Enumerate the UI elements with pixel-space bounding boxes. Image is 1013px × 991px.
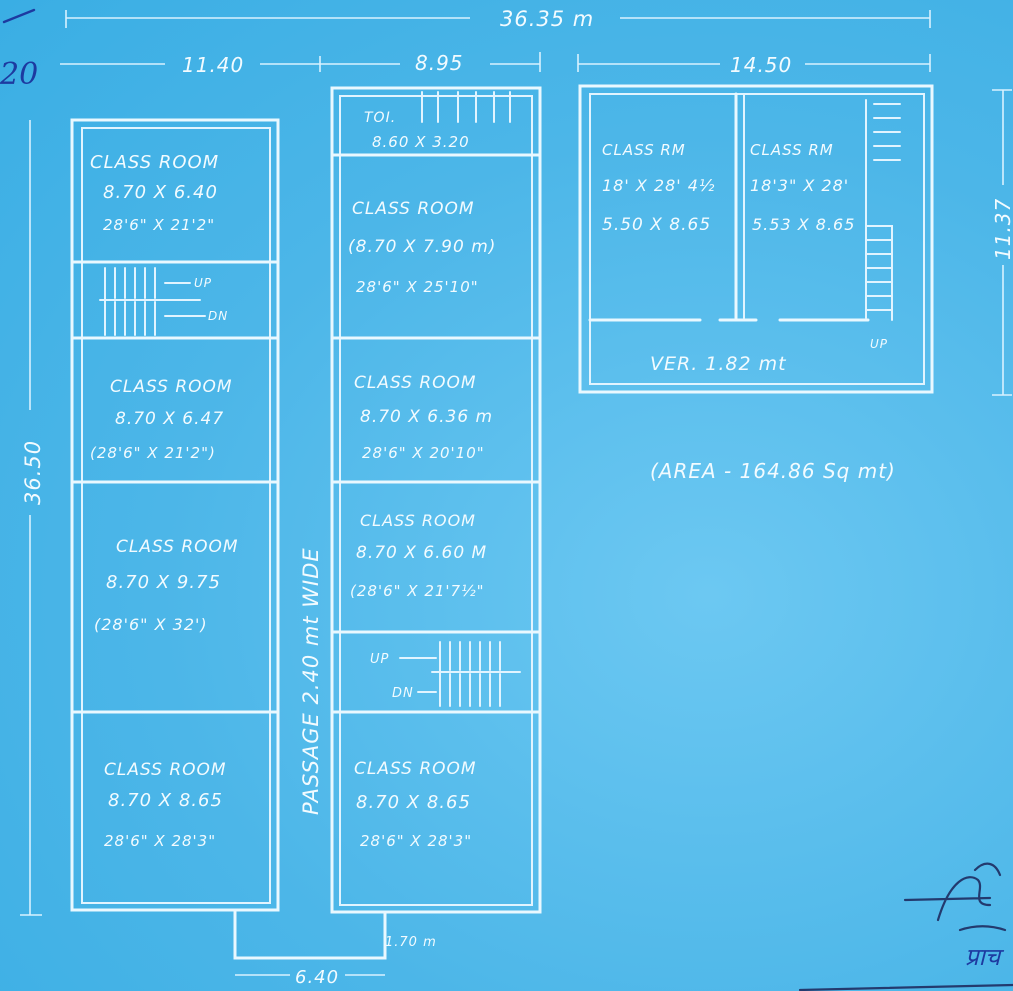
signature: प्राच [798,862,1013,991]
stair-middle-down: DN [392,686,414,701]
right-block-depth-label: 11.37 [991,198,1013,260]
room-mid-2: CLASS ROOM 8.70 X 6.36 m 28'6" X 20'10" [354,373,493,462]
svg-text:CLASS ROOM: CLASS ROOM [354,759,477,779]
area-label: (AREA - 164.86 Sq mt) [650,459,896,483]
svg-text:28'6" X 21'2": 28'6" X 21'2" [103,216,215,234]
svg-text:28'6" X 28'3": 28'6" X 28'3" [360,832,472,850]
svg-text:8.70 X 6.40: 8.70 X 6.40 [103,182,218,203]
middle-wing: TOI. 8.60 X 3.20 CLASS ROOM (8.70 X 7.90… [330,86,542,914]
svg-text:28'6" X 25'10": 28'6" X 25'10" [356,278,479,296]
svg-text:(8.70 X 7.90 m): (8.70 X 7.90 m) [348,237,496,257]
handwritten-note: 20 [0,8,38,92]
svg-text:CLASS ROOM: CLASS ROOM [360,511,476,530]
room-toilet: TOI. 8.60 X 3.20 [364,110,470,151]
left-wing: UP DN CLASS ROOM 8.70 X 6.40 28'6" X 21'… [70,118,280,912]
svg-text:CLASS ROOM: CLASS ROOM [116,537,239,557]
right-block: UP CLASS RM 18' X 28' 4½ 5.50 X 8.65 CLA… [578,84,934,394]
svg-text:CLASS ROOM: CLASS ROOM [90,152,219,173]
svg-text:(28'6" X 21'7½": (28'6" X 21'7½" [350,582,485,600]
room-right-1: CLASS RM 18' X 28' 4½ 5.50 X 8.65 [602,141,715,235]
stamp-text: प्राच [965,943,1005,971]
svg-text:8.60 X 3.20: 8.60 X 3.20 [372,133,470,151]
svg-text:CLASS RM: CLASS RM [602,141,686,159]
stair-left-down: DN [208,309,228,323]
toilet-partitions [421,91,511,123]
room-left-3: CLASS ROOM 8.70 X 9.75 (28'6" X 32') [94,537,239,634]
passage-label: PASSAGE 2.40 mt WIDE [299,547,323,815]
svg-text:8.70 X 6.47: 8.70 X 6.47 [115,409,224,429]
room-left-4: CLASS ROOM 8.70 X 8.65 28'6" X 28'3" [104,760,227,850]
bottom-depth-label: 1.70 m [385,935,437,950]
stair-left-up: UP [194,276,212,290]
middle-wing-width-label: 8.95 [415,51,464,75]
left-wing-width-label: 11.40 [182,53,244,77]
stair-middle: UP DN [370,641,521,707]
stair-right: UP [865,103,901,351]
dimension-lines: 36.35 m 11.40 8.95 14.50 36.50 11.37 6.4… [20,7,1013,988]
svg-text:(28'6" X 21'2"): (28'6" X 21'2") [90,444,216,462]
svg-text:CLASS ROOM: CLASS ROOM [352,199,475,219]
passage: PASSAGE 2.40 mt WIDE [233,547,387,960]
svg-text:28'6" X 20'10": 28'6" X 20'10" [362,444,485,462]
room-right-2: CLASS RM 18'3" X 28' 5.53 X 8.65 [750,141,855,234]
svg-text:CLASS RM: CLASS RM [750,141,834,159]
svg-text:8.70 X 6.60 M: 8.70 X 6.60 M [356,543,487,563]
svg-text:CLASS ROOM: CLASS ROOM [110,377,233,397]
verandah-label: VER. 1.82 mt [650,353,787,375]
svg-text:18' X 28' 4½: 18' X 28' 4½ [602,176,715,195]
stair-left: UP DN [99,267,228,336]
svg-text:5.53 X 8.65: 5.53 X 8.65 [752,215,855,234]
right-block-width-label: 14.50 [730,53,792,77]
room-mid-4: CLASS ROOM 8.70 X 8.65 28'6" X 28'3" [354,759,477,850]
room-mid-1: CLASS ROOM (8.70 X 7.90 m) 28'6" X 25'10… [348,199,496,296]
svg-text:8.70 X 8.65: 8.70 X 8.65 [356,792,471,813]
svg-text:5.50 X 8.65: 5.50 X 8.65 [602,215,711,235]
svg-text:CLASS ROOM: CLASS ROOM [354,373,477,393]
svg-text:8.70 X 6.36 m: 8.70 X 6.36 m [360,407,493,427]
svg-text:TOI.: TOI. [364,110,396,126]
stair-middle-up: UP [370,652,389,667]
svg-text:8.70 X 9.75: 8.70 X 9.75 [106,572,221,593]
bottom-width-label: 6.40 [295,967,339,988]
overall-depth-label: 36.50 [21,440,45,505]
svg-text:18'3" X 28': 18'3" X 28' [750,176,849,195]
room-left-2: CLASS ROOM 8.70 X 6.47 (28'6" X 21'2") [90,377,233,462]
svg-text:CLASS ROOM: CLASS ROOM [104,760,227,780]
svg-text:28'6" X 28'3": 28'6" X 28'3" [104,832,216,850]
stair-right-up: UP [870,337,888,351]
room-mid-3: CLASS ROOM 8.70 X 6.60 M (28'6" X 21'7½" [350,511,487,600]
room-left-1: CLASS ROOM 8.70 X 6.40 28'6" X 21'2" [90,152,219,234]
svg-text:(28'6" X 32'): (28'6" X 32') [94,615,208,634]
handwritten-number: 20 [0,57,38,92]
overall-width-label: 36.35 m [500,7,594,31]
svg-text:8.70 X 8.65: 8.70 X 8.65 [108,790,223,811]
